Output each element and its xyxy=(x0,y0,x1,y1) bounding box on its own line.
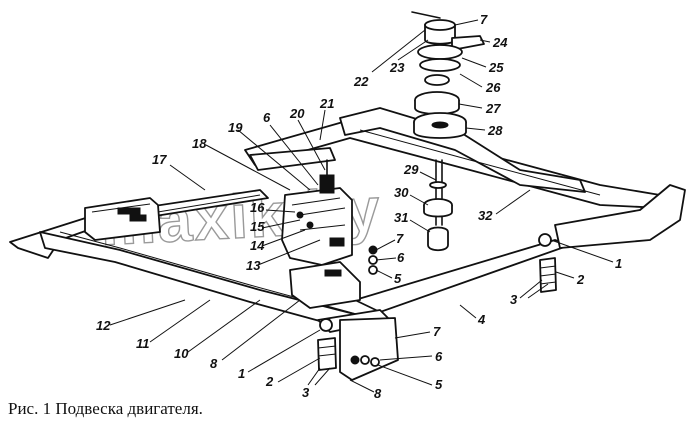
callout-27: 27 xyxy=(485,101,501,116)
center-bolt xyxy=(368,245,378,275)
callout-16: 16 xyxy=(250,200,265,215)
callout-19: 19 xyxy=(228,120,243,135)
callout-3-bottom: 3 xyxy=(302,385,310,400)
callout-2-bottom: 2 xyxy=(265,374,274,389)
lower-front-mount xyxy=(317,317,399,381)
shaft-assembly xyxy=(423,159,453,252)
callout-31: 31 xyxy=(394,210,408,225)
right-end-bracket xyxy=(554,184,686,249)
callout-21: 21 xyxy=(319,96,334,111)
callout-32: 32 xyxy=(478,208,493,223)
callout-8-bottom: 8 xyxy=(374,386,382,401)
callout-3-right: 3 xyxy=(510,292,518,307)
callout-1-right: 1 xyxy=(615,256,622,271)
callout-5-bottom: 5 xyxy=(435,377,443,392)
front-mount-bracket xyxy=(289,261,391,333)
callout-11: 11 xyxy=(136,336,150,351)
callout-5-center: 5 xyxy=(394,271,402,286)
callout-4: 4 xyxy=(477,312,486,327)
callout-7-center: 7 xyxy=(396,231,404,246)
callout-24: 24 xyxy=(492,35,508,50)
callout-23: 23 xyxy=(389,60,405,75)
central-mount-bracket xyxy=(281,159,353,266)
callout-7: 7 xyxy=(480,12,488,27)
callout-2-right: 2 xyxy=(576,272,585,287)
left-mount-bracket xyxy=(84,197,161,241)
callout-18: 18 xyxy=(192,136,207,151)
right-mount xyxy=(538,233,557,293)
leader-lines xyxy=(109,19,614,393)
callout-20: 20 xyxy=(289,106,305,121)
callout-22: 22 xyxy=(353,74,369,89)
callout-1-bottom: 1 xyxy=(238,366,245,381)
rear-mount-stack xyxy=(411,11,485,139)
callout-12: 12 xyxy=(96,318,111,333)
figure-caption: Рис. 1 Подвеска двигателя. xyxy=(8,399,203,418)
callout-17: 17 xyxy=(152,152,167,167)
callout-8-left: 8 xyxy=(210,356,218,371)
callout-25: 25 xyxy=(488,60,504,75)
callout-13: 13 xyxy=(246,258,261,273)
callout-7-bottom: 7 xyxy=(433,324,441,339)
callout-14: 14 xyxy=(250,238,265,253)
callout-29: 29 xyxy=(403,162,419,177)
callout-10: 10 xyxy=(174,346,189,361)
center-link xyxy=(249,147,336,171)
callout-labels: 7 24 22 23 25 26 27 28 21 19 6 20 18 17 … xyxy=(96,12,622,401)
callout-30: 30 xyxy=(394,185,409,200)
callout-6: 6 xyxy=(263,110,271,125)
callout-6-center: 6 xyxy=(397,250,405,265)
callout-15: 15 xyxy=(250,219,265,234)
callout-6-bottom: 6 xyxy=(435,349,443,364)
callout-26: 26 xyxy=(485,80,501,95)
callout-28: 28 xyxy=(487,123,503,138)
